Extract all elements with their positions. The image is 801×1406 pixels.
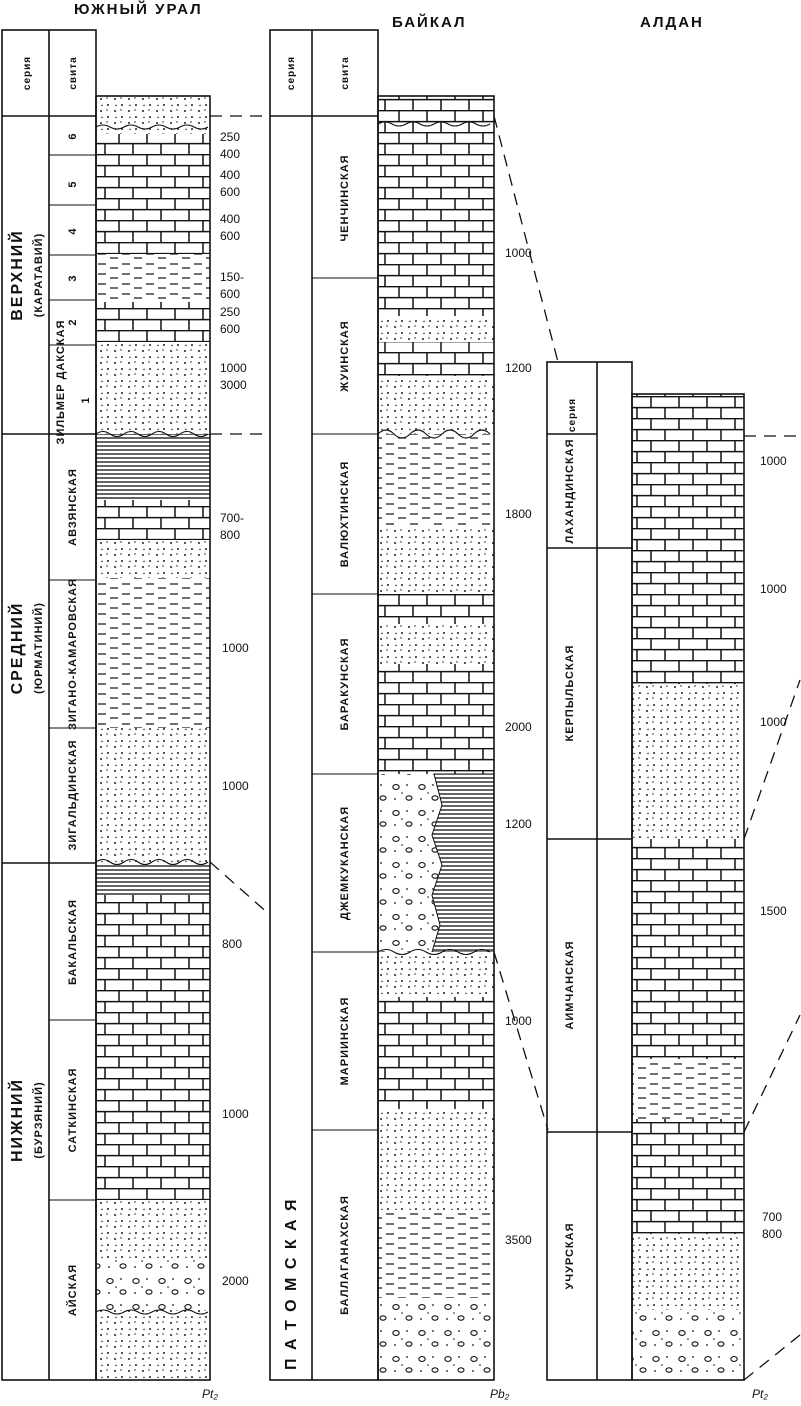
suite-label: АИМЧАНСКАЯ: [564, 940, 576, 1029]
column-aldan: АЛДАН серия ЛАХАНДИНСКАЯ КЕРПЫЛЬСКАЯ АИМ…: [546, 14, 787, 1401]
suite-label: ЗИГАЛЬДИНСКАЯ: [67, 739, 79, 850]
series-sub: (БУРЗЯНИЙ): [32, 1081, 45, 1158]
thickness-value: 1000: [505, 246, 532, 260]
thickness-value: 700-: [220, 511, 244, 525]
thickness-value: 3000: [220, 378, 247, 392]
thickness-value: 1000: [505, 1014, 532, 1028]
suite-label: 5: [67, 180, 79, 187]
suite-label: АВЗЯНСКАЯ: [67, 468, 79, 546]
suite-label: УЧУРСКАЯ: [564, 1223, 576, 1290]
suite-label: 1: [80, 396, 92, 403]
thickness-value: 2000: [222, 1274, 249, 1288]
lithology-column: [377, 95, 495, 1381]
suite-label: ЖУИНСКАЯ: [339, 320, 351, 392]
suite-label: БАРАКУНСКАЯ: [339, 637, 351, 730]
series-name: П А Т О М С К А Я: [283, 1197, 300, 1370]
thickness-value: 800: [220, 528, 240, 542]
thickness-value: 1000: [760, 715, 787, 729]
thickness-value: 1500: [760, 904, 787, 918]
series-name: ВЕРХНИЙ: [7, 229, 26, 321]
suite-label: ВАЛЮХТИНСКАЯ: [339, 461, 351, 568]
thickness-value: 400: [220, 212, 240, 226]
thickness-value: 1200: [505, 817, 532, 831]
thickness-value: 1000: [760, 454, 787, 468]
header-series: серия: [286, 56, 297, 90]
column-south-ural: ЮЖНЫЙ УРАЛ: [1, 0, 249, 1401]
base-label: Pt₂: [752, 1387, 768, 1401]
thickness-value: 1000: [222, 641, 249, 655]
thickness-value: 400: [220, 147, 240, 161]
column-baikal: БАЙКАЛ: [269, 13, 532, 1401]
suite-label: 2: [67, 318, 79, 325]
header-series: серия: [22, 56, 33, 90]
thickness-value: 600: [220, 185, 240, 199]
series-sub: (КАРАТАВИЙ): [32, 233, 45, 317]
suite-label: ЧЕНЧИНСКАЯ: [339, 154, 351, 241]
header-suite: свита: [68, 56, 79, 89]
thickness-value: 1200: [505, 361, 532, 375]
thickness-value: 800: [222, 937, 242, 951]
column-frame: [269, 29, 379, 1381]
column-frame: [546, 361, 633, 1381]
correlation-lines: [209, 115, 801, 1381]
base-label: Pb₂: [490, 1387, 510, 1401]
series-sub: (ЮРМАТИНИЙ): [32, 602, 45, 694]
suite-label: БАКАЛЬСКАЯ: [67, 899, 79, 985]
suite-label: 6: [67, 132, 79, 139]
series-name: СРЕДНИЙ: [7, 602, 26, 695]
header-series: серия: [567, 398, 578, 432]
suite-label: ЗИЛЬМЕР ДАКСКАЯ: [55, 320, 67, 445]
thickness-value: 1000: [222, 779, 249, 793]
lithology-column: [631, 393, 745, 1381]
header-suite: свита: [340, 56, 351, 89]
suite-label: 4: [67, 227, 79, 234]
thickness-value: 1000: [760, 582, 787, 596]
lithology-column: [95, 95, 211, 1381]
suite-label: ЗИГАНО-КАМАРОВСКАЯ: [67, 578, 79, 730]
thickness-value: 600: [220, 229, 240, 243]
thickness-value: 2000: [505, 720, 532, 734]
thickness-value: 250: [220, 130, 240, 144]
thickness-value: 600: [220, 287, 240, 301]
suite-label: ДЖЕМКУКАНСКАЯ: [339, 806, 351, 920]
suite-label: АЙСКАЯ: [66, 1264, 79, 1316]
series-name: НИЖНИЙ: [7, 1078, 26, 1162]
suite-label: МАРИИНСКАЯ: [339, 997, 351, 1086]
thickness-value: 700: [762, 1210, 782, 1224]
thickness-value: 150-: [220, 270, 244, 284]
thickness-value: 250: [220, 305, 240, 319]
thickness-value: 3500: [505, 1233, 532, 1247]
column-title: ЮЖНЫЙ УРАЛ: [74, 0, 203, 18]
thickness-value: 600: [220, 322, 240, 336]
suite-label: КЕРПЫЛЬСКАЯ: [564, 645, 576, 742]
suite-label: САТКИНСКАЯ: [67, 1068, 79, 1153]
thickness-value: 1000: [222, 1107, 249, 1121]
thickness-value: 1800: [505, 507, 532, 521]
thickness-value: 800: [762, 1227, 782, 1241]
suite-label: ЛАХАНДИНСКАЯ: [564, 438, 576, 543]
column-title: АЛДАН: [640, 14, 704, 31]
suite-label: БАЛЛАГАНАХСКАЯ: [339, 1195, 351, 1315]
thickness-value: 1000: [220, 361, 247, 375]
thickness-value: 400: [220, 168, 240, 182]
suite-label: 3: [67, 274, 79, 281]
column-title: БАЙКАЛ: [392, 13, 467, 31]
base-label: Pt₂: [202, 1387, 218, 1401]
